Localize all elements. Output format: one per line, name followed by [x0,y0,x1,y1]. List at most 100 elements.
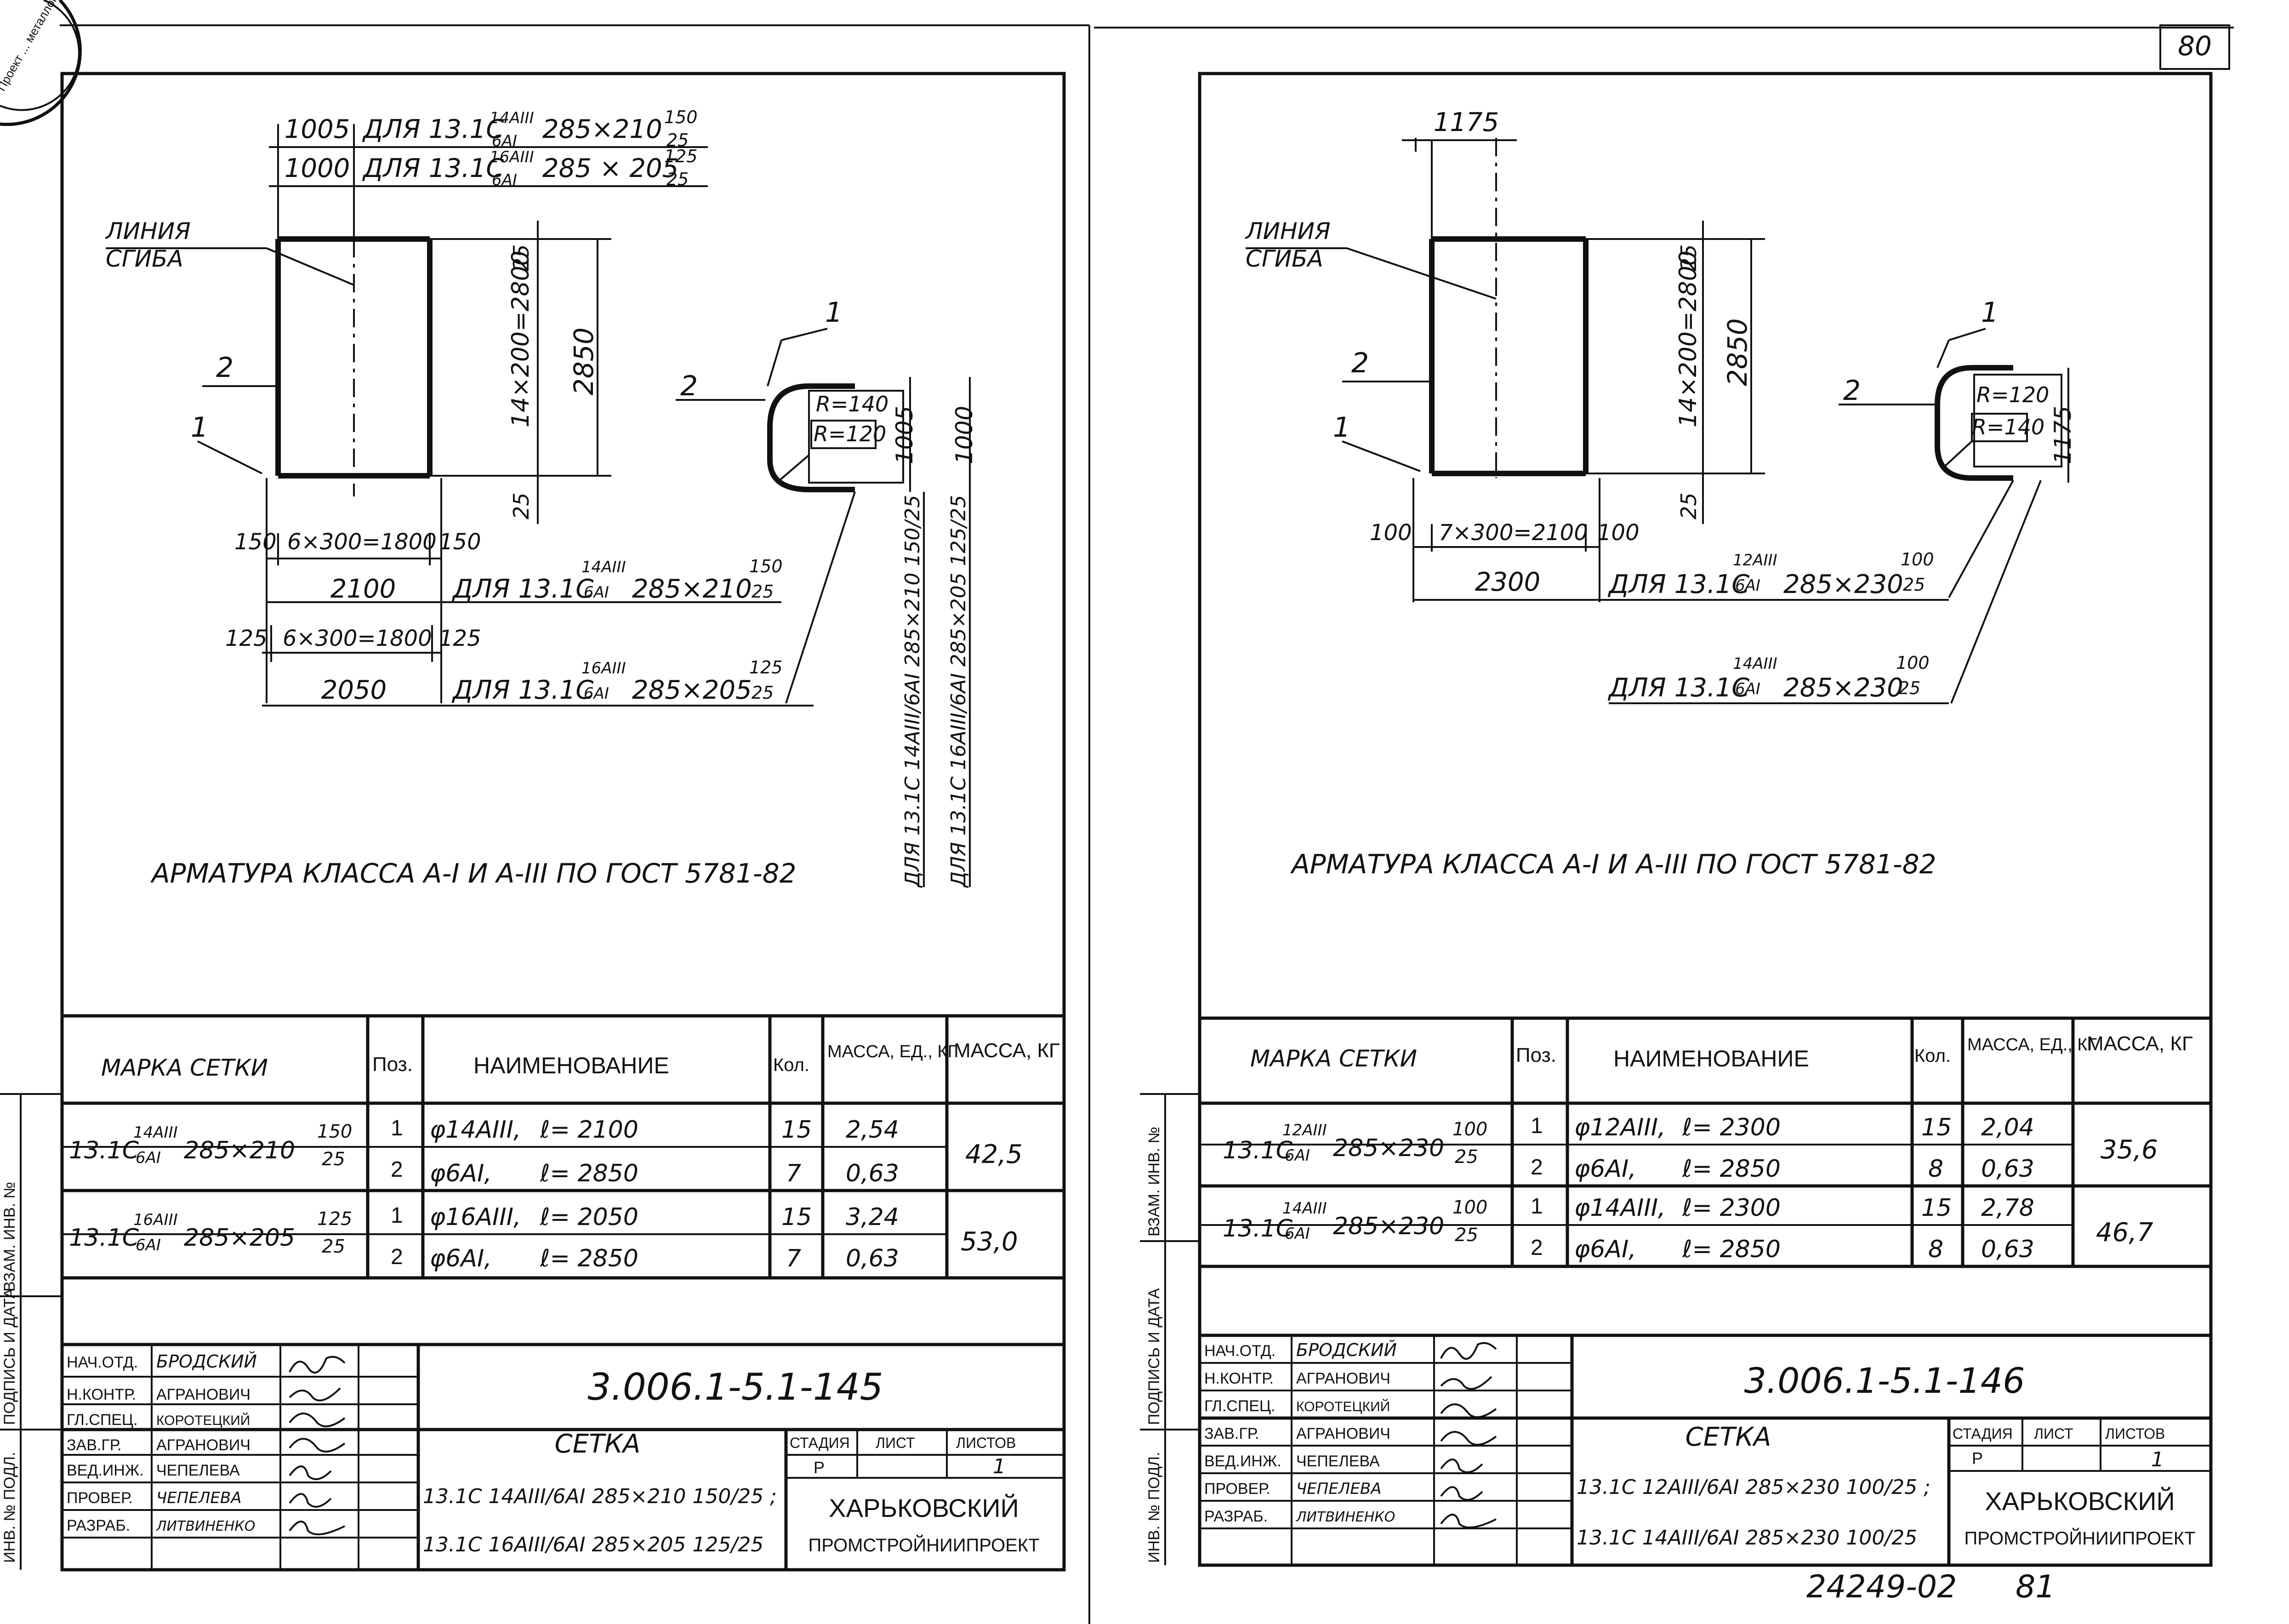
right-g2-snum: 100 [1452,1197,1487,1218]
left-group-2: 13.1С 16AIII 6AI 285×205 125 25 1 φ16AII… [69,1203,1018,1272]
bottom-page: 81 [2016,1569,2056,1605]
left-pos2-label: 2 [216,352,233,384]
left-b1-left: 150 [234,529,277,555]
right-b1-snum: 100 [1901,549,1934,570]
right-dim-top: 1175 [1434,108,1499,137]
right-g2-r1-pos: 1 [1531,1194,1543,1219]
left-g1-r2-len: ℓ= 2850 [540,1160,638,1187]
left-bend-pos2: 2 [680,370,698,402]
right-b-right: 100 [1597,520,1640,546]
right-b2-size: 285×230 [1783,673,1903,703]
right-g1-r1-name: φ12AIII, [1574,1114,1666,1141]
right-g2-total: 46,7 [2096,1218,2153,1248]
right-g1-r2-qty: 8 [1928,1155,1943,1183]
left-th-name: НАИМЕНОВАНИЕ [473,1053,669,1078]
left-g2-r1-qty: 15 [781,1203,812,1231]
left-g1-r2-unit: 0,63 [846,1160,899,1187]
left-sheets-label: ЛИСТОВ [956,1435,1016,1451]
left-b1-right: 150 [439,529,481,555]
right-mesh-drawing: 1175 ЛИНИЯ СГИБА 2 1 14×200=2800 25 25 2… [1245,108,2076,880]
left-vert-label1: ДЛЯ 13.1С 14AIII/6AI 285×210 150/25 [901,495,924,888]
left-g1-r2-qty: 7 [786,1160,801,1187]
right-spec-table: МАРКА СЕТКИ Поз. НАИМЕНОВАНИЕ Кол. МАССА… [1200,1016,2211,1337]
right-role-1: Н.КОНТР. [1204,1370,1274,1387]
left-dim-top1: 1005 [285,114,350,144]
right-g2-r1-unit: 2,78 [1981,1194,2034,1222]
right-pos2-label: 2 [1351,347,1369,379]
right-b1-label: ДЛЯ 13.1С [1607,570,1749,599]
right-title-line2: 13.1С 14AIII/6AI 285×230 100/25 [1577,1526,1917,1550]
left-g2-total: 53,0 [961,1227,1018,1257]
right-g2-size: 285×230 [1333,1213,1444,1240]
signature-mark [289,1413,346,1427]
right-org1: ХАРЬКОВСКИЙ [1985,1487,2175,1516]
left-role-3: ЗАВ.ГР. [67,1436,121,1454]
right-g1-snum: 100 [1452,1119,1487,1140]
signature-mark [1440,1486,1483,1501]
right-name-2: КОРОТЕЦКИЙ [1296,1399,1390,1414]
right-group-1: 13.1С 12AIII 6AI 285×230 100 25 1 φ12AII… [1223,1114,2158,1183]
right-th-total: МАССА, КГ [2087,1032,2193,1055]
left-g1-prefix: 13.1С [69,1137,139,1164]
right-note: АРМАТУРА КЛАССА А-I И А-III ПО ГОСТ 5781… [1290,849,1936,880]
left-g1-r1-len: ℓ= 2100 [540,1116,638,1144]
right-g1-r2-unit: 0,63 [1981,1155,2034,1183]
left-b2-den: 6AI [584,684,609,703]
side-sign-date: ПОДПИСЬ И ДАТА [1,1288,18,1425]
left-b2-left: 125 [225,626,268,651]
right-name-4: ЧЕПЕЛЕВА [1296,1453,1380,1470]
left-vert-top: 25 [509,244,534,271]
right-vert-pitch: 14×200=2800 [1674,251,1702,427]
left-b2-size: 285×205 [632,675,752,705]
left-dim-top2: 1000 [285,154,350,183]
right-doc-code: 3.006.1-5.1-146 [1744,1360,2025,1401]
left-note: АРМАТУРА КЛАССА А-I И А-III ПО ГОСТ 5781… [150,858,797,889]
signature-mark [289,1387,341,1402]
left-b2-sden: 25 [752,683,774,703]
left-dim-top1-snum: 150 [664,107,698,127]
left-g2-r2-name: φ6AI, [430,1245,492,1272]
left-role-4: ВЕД.ИНЖ. [67,1462,144,1479]
left-g2-size: 285×205 [184,1224,295,1252]
left-g2-den: 6AI [136,1236,161,1254]
left-dim-top2-snum: 125 [664,146,698,166]
right-b2-label: ДЛЯ 13.1С [1607,673,1749,703]
signature-mark [1440,1342,1497,1360]
left-stage-label: СТАДИЯ [790,1435,850,1451]
right-g2-sden: 25 [1455,1225,1478,1246]
left-name-3: АГРАНОВИЧ [156,1436,251,1454]
left-bend-r1: R=140 [816,392,888,416]
right-b1-size: 285×230 [1783,570,1903,599]
right-side-strip: ИНВ. № ПОДЛ. ПОДПИСЬ И ДАТА ВЗАМ. ИНВ. № [1140,1093,1200,1565]
signature-mark [1440,1459,1483,1473]
left-g2-prefix: 13.1С [69,1224,139,1252]
right-org2: ПРОМСТРОЙНИИПРОЕКТ [1964,1527,2195,1549]
right-g2-den: 6AI [1285,1225,1310,1243]
right-g1-r1-unit: 2,04 [1981,1114,2034,1141]
right-bend-pos2: 2 [1843,375,1861,407]
left-g2-r2-pos: 2 [391,1245,403,1269]
left-g2-r1-len: ℓ= 2050 [540,1203,638,1231]
left-role-2: ГЛ.СПЕЦ. [67,1411,138,1429]
right-th-pos: Поз. [1516,1044,1556,1066]
left-role-6: РАЗРАБ. [67,1517,130,1534]
right-g1-r1-len: ℓ= 2300 [1682,1114,1781,1141]
right-b-mid: 7×300=2100 [1439,520,1588,546]
right-g2-r2-unit: 0,63 [1981,1236,2034,1263]
left-th-mark: МАРКА СЕТКИ [101,1054,268,1081]
left-b2-right: 125 [439,626,481,651]
left-bend-label-2: СГИБА [106,245,183,272]
right-title-block: НАЧ.ОТД. Н.КОНТР. ГЛ.СПЕЦ. ЗАВ.ГР. ВЕД.И… [1200,1335,2211,1565]
side-inv-orig-right: ИНВ. № ПОДЛ. [1145,1452,1163,1563]
right-name-6: ЛИТВИНЕНКО [1296,1509,1395,1525]
left-th-total: МАССА, КГ [954,1039,1060,1062]
left-bend-h2: 1000 [951,406,978,464]
right-role-3: ЗАВ.ГР. [1204,1425,1259,1442]
left-b1-mid: 6×300=1800 [287,529,437,555]
left-g1-r2-pos: 2 [391,1157,403,1182]
right-b1-den: 6AI [1735,576,1760,595]
left-role-1: Н.КОНТР. [67,1386,136,1403]
right-g1-r2-pos: 2 [1531,1155,1543,1180]
left-g2-snum: 125 [317,1208,352,1230]
